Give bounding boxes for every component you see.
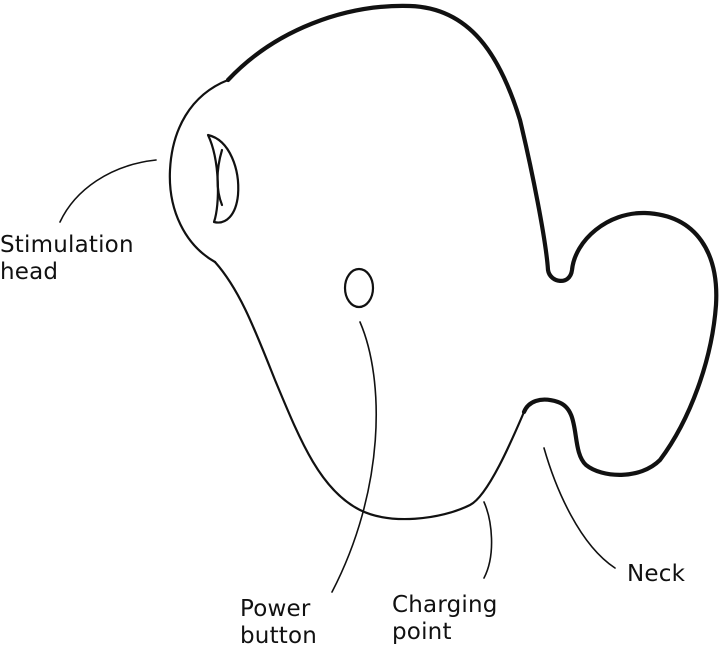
charging-point-label: Charging point bbox=[392, 592, 505, 645]
power-button-shape bbox=[343, 267, 375, 309]
charging-point-label-line-1: Charging bbox=[392, 592, 498, 618]
neck-label-line-1: Neck bbox=[627, 561, 686, 587]
stimulation-head-outline bbox=[168, 78, 230, 264]
charging-point-leader-line bbox=[483, 501, 493, 579]
power-button-leader-line bbox=[331, 321, 378, 593]
power-button-label: Power button bbox=[240, 596, 318, 649]
power-button-label-line-2: button bbox=[240, 623, 317, 649]
stimulation-head-label-line-2: head bbox=[0, 259, 58, 285]
device-body-bottom-outline bbox=[213, 260, 526, 521]
neck-leader-line bbox=[543, 447, 616, 569]
device-body-top-outline bbox=[225, 3, 719, 477]
stimulation-head-opening-inner bbox=[216, 148, 224, 207]
stimulation-head-leader-line bbox=[59, 159, 157, 223]
charging-point-label-line-2: point bbox=[392, 619, 452, 645]
power-button-label-line-1: Power bbox=[240, 596, 311, 622]
stimulation-head-label-line-1: Stimulation bbox=[0, 232, 134, 258]
stimulation-head-opening bbox=[206, 133, 240, 224]
neck-label: Neck bbox=[627, 561, 686, 587]
stimulation-head-label: Stimulation head bbox=[0, 232, 141, 285]
